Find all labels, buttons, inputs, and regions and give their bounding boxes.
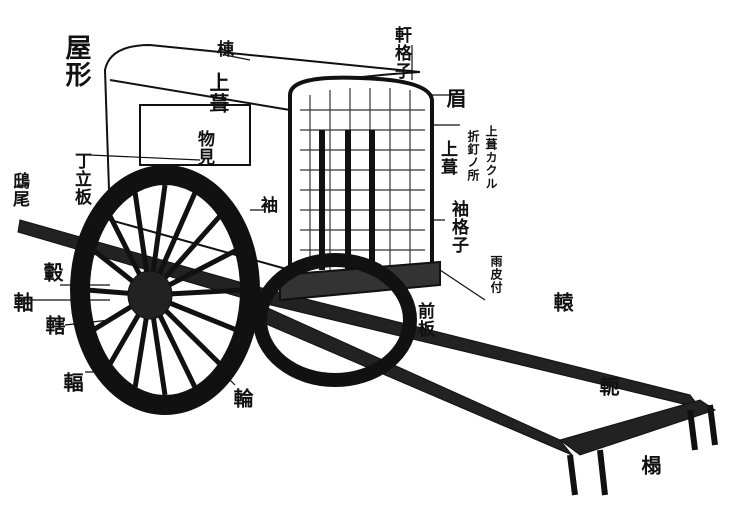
label-jiku: 軸 — [10, 292, 34, 313]
label-ya: 輻 — [60, 372, 84, 393]
label-shiji: 榻 — [638, 455, 662, 476]
label-uwabuki-top: 上葺 — [206, 72, 230, 114]
label-orikugi-b: 折釘ノ所 — [466, 130, 480, 182]
label-monomi: 物見 — [194, 130, 214, 166]
label-nagae: 轅 — [550, 292, 574, 313]
rear-wheel — [253, 253, 417, 387]
label-wa: 輪 — [230, 388, 254, 409]
label-chodateita: 丁立板 — [71, 152, 91, 206]
label-sode: 袖 — [257, 196, 277, 214]
label-orikugi-a: 上葺カクル — [484, 125, 498, 190]
label-mune: 棟 — [213, 40, 233, 58]
label-kubiki: 軛 — [596, 376, 620, 397]
label-amagawa: 雨皮付 — [489, 255, 503, 294]
label-noki-goshi: 軒格子 — [391, 26, 411, 80]
label-maeita: 前板 — [414, 302, 434, 338]
label-uwabuki-side: 上葺 — [437, 140, 457, 176]
front-wheel — [70, 165, 260, 415]
label-mayu: 眉 — [443, 88, 467, 109]
label-shibi: 鴟尾 — [9, 172, 29, 208]
label-sode-goshi: 袖格子 — [448, 200, 468, 254]
label-koshiki: 轂 — [40, 262, 64, 283]
leader-lines — [18, 45, 486, 386]
label-yakata: 屋形 — [61, 34, 91, 88]
stand — [558, 399, 718, 496]
label-kusabi: 轄 — [42, 315, 66, 336]
